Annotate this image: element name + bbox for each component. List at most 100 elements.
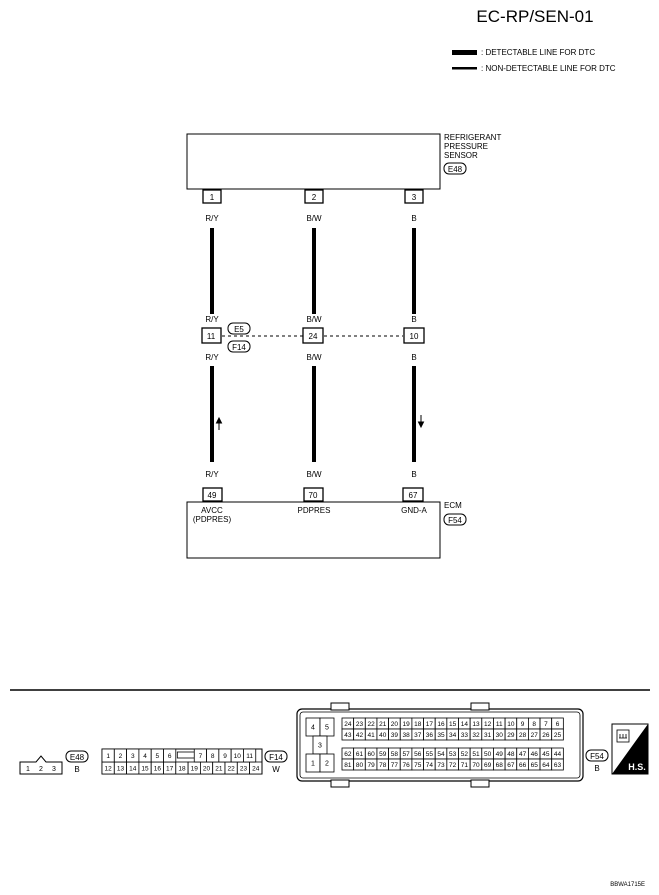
f54-pin-58: 58 <box>391 751 399 758</box>
joint-pin-10 <box>403 327 425 344</box>
f14-pin-1: 1 <box>106 753 110 760</box>
joint-pin-10-label: 10 <box>410 332 419 341</box>
f14-pin-16: 16 <box>154 765 162 772</box>
wire-2-mid-lower-color: B/W <box>306 353 322 362</box>
ecm-pin-49 <box>202 487 223 502</box>
figure-code: BBWA1715E <box>610 882 645 888</box>
ecm-pin-70 <box>303 487 324 502</box>
f54-pin-73: 73 <box>437 762 445 769</box>
f54-pin-71: 71 <box>461 762 469 769</box>
f54-pin-45: 45 <box>542 751 550 758</box>
f54-pin-22: 22 <box>368 721 376 728</box>
f54-pin-56: 56 <box>414 751 422 758</box>
f54-pin-70: 70 <box>472 762 480 769</box>
sensor-pin-3-label: 3 <box>412 193 417 202</box>
f54-lock-tab-bottom-left <box>330 779 350 788</box>
f54-pin-69: 69 <box>484 762 492 769</box>
f54-pin-24: 24 <box>344 721 352 728</box>
arrow-down-icon <box>417 415 425 429</box>
f14-pin-11-cell <box>243 748 257 763</box>
f54-pin-44: 44 <box>554 751 562 758</box>
f14-pin-11: 11 <box>246 753 253 760</box>
f54-pin-11: 11 <box>496 721 503 728</box>
e48-connector-outline <box>19 755 63 775</box>
wire-2-top-color: B/W <box>306 214 322 223</box>
f14-pin-9: 9 <box>223 753 227 760</box>
f54-connector-inner-outline <box>299 711 581 779</box>
f54-pin-19: 19 <box>402 721 410 728</box>
f14-pin-13: 13 <box>117 765 125 772</box>
thick-line-legend-swatch <box>452 50 477 55</box>
joint-upper-connector-id: E5 <box>234 325 244 334</box>
f54-pin-3: 3 <box>318 742 322 749</box>
joint-pin-11-label: 11 <box>207 332 216 341</box>
f54-pin-52: 52 <box>461 751 469 758</box>
ecm-pin-49-function-line-1: AVCC <box>201 506 223 515</box>
f54-pin-27: 27 <box>531 732 539 739</box>
f14-pin-6: 6 <box>168 753 172 760</box>
f54-lock-tab-top-left <box>330 702 350 711</box>
f14-pin-21: 21 <box>215 765 223 772</box>
sensor-pin-2-label: 2 <box>312 193 317 202</box>
f14-pin-19: 19 <box>191 765 199 772</box>
f14-pin-12: 12 <box>105 765 113 772</box>
hs-badge-label: H.S. <box>628 762 646 772</box>
ecm-connector-tag <box>443 513 467 526</box>
f14-pin-14: 14 <box>129 765 137 772</box>
f54-pin-61: 61 <box>356 751 364 758</box>
f54-connector-id: F54 <box>590 752 604 761</box>
f54-pin-15: 15 <box>449 721 457 728</box>
f14-pin-6-cell <box>163 748 177 763</box>
sensor-connector-id: E48 <box>448 165 463 174</box>
f54-pin-74: 74 <box>426 762 434 769</box>
wire-b: 3 B B 10 B B 67 GND-A <box>401 189 428 515</box>
f54-pin-29: 29 <box>507 732 515 739</box>
f54-pin-42: 42 <box>356 732 364 739</box>
f54-pin-4: 4 <box>311 724 315 731</box>
f54-pin-60: 60 <box>368 751 376 758</box>
f54-pin-25-cell <box>551 728 564 741</box>
f54-pin-43: 43 <box>344 732 352 739</box>
ecm-pin-67-label: 67 <box>409 491 418 500</box>
f54-pin-2-cell <box>319 753 335 773</box>
f14-pin-3: 3 <box>131 753 135 760</box>
f54-pin-31: 31 <box>484 732 492 739</box>
f54-pin-63-cell <box>551 758 564 771</box>
f54-pin-80: 80 <box>356 762 364 769</box>
wire-3-mid-upper-color: B <box>411 315 416 324</box>
f14-pin-5: 5 <box>156 753 160 760</box>
ecm-pin-49-function-line-2: (PDPRES) <box>193 515 232 524</box>
f54-pin-64: 64 <box>542 762 550 769</box>
f54-pin-38: 38 <box>402 732 410 739</box>
sensor-pin-1 <box>202 189 222 204</box>
f54-pin-78: 78 <box>379 762 387 769</box>
f54-pin-9: 9 <box>521 721 525 728</box>
f54-pin-33: 33 <box>461 732 469 739</box>
ecm-pin-70-label: 70 <box>309 491 318 500</box>
joint-pin-11 <box>201 327 222 344</box>
f54-pin-47: 47 <box>519 751 527 758</box>
f54-pin-65: 65 <box>531 762 539 769</box>
wire-2-mid-upper-color: B/W <box>306 315 322 324</box>
f54-pin-30: 30 <box>496 732 504 739</box>
f14-pin-22: 22 <box>228 765 236 772</box>
hs-connector-icon-pins <box>619 734 627 739</box>
sensor-name-line-2: PRESSURE <box>444 142 488 151</box>
f54-pin-7: 7 <box>544 721 548 728</box>
f14-pin-20: 20 <box>203 765 211 772</box>
f14-pin-15: 15 <box>141 765 149 772</box>
f54-pin-50: 50 <box>484 751 492 758</box>
f54-pin-51: 51 <box>472 751 480 758</box>
ecm-connector-id: F54 <box>448 516 462 525</box>
joint-pin-24 <box>302 327 324 344</box>
f54-pin-54: 54 <box>437 751 445 758</box>
f54-pin-55: 55 <box>426 751 434 758</box>
f54-pin-76: 76 <box>402 762 410 769</box>
f54-pin-20: 20 <box>391 721 399 728</box>
e48-connector-id: E48 <box>70 753 85 762</box>
hs-connector-icon <box>616 729 630 743</box>
joint-lower-connector-id: F14 <box>232 343 246 352</box>
